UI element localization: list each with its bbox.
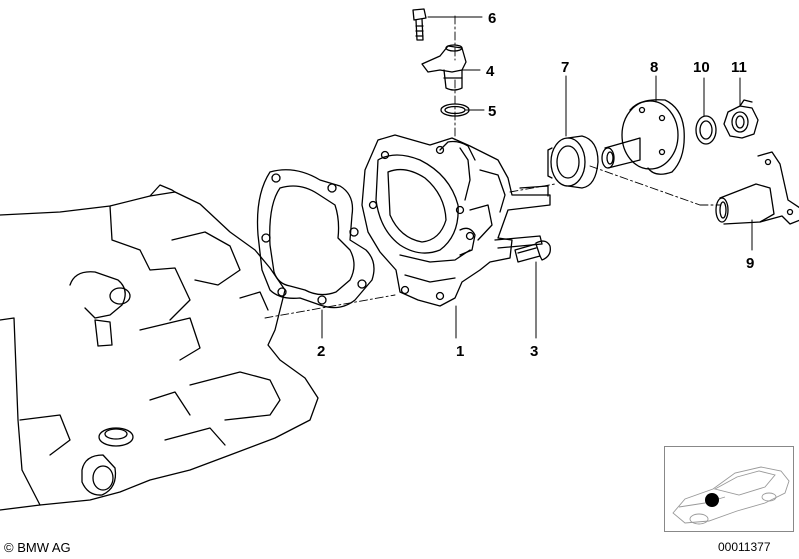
callout-9: 9 (746, 255, 754, 272)
leader-lines (321, 16, 753, 339)
vehicle-location-inset (664, 446, 794, 532)
collar-nut-11 (723, 99, 759, 139)
copyright-text: © BMW AG (4, 540, 71, 555)
shaft-seal (547, 135, 599, 189)
bolt-3 (514, 240, 551, 263)
callout-3: 3 (530, 343, 538, 360)
gasket (256, 169, 375, 309)
location-marker (705, 493, 719, 507)
callout-10: 10 (693, 59, 710, 76)
callout-6: 6 (488, 10, 496, 27)
sensor (421, 44, 467, 91)
screw-6 (412, 8, 427, 41)
transfer-case-housing (361, 134, 551, 307)
diagram-reference-number: 00011377 (718, 540, 771, 554)
callout-5: 5 (488, 103, 496, 120)
callout-7: 7 (561, 59, 569, 76)
callout-8: 8 (650, 59, 658, 76)
alignment-axes (264, 15, 721, 319)
callout-1: 1 (456, 343, 464, 360)
callout-labels: 1 2 3 4 5 6 7 8 9 10 11 (317, 10, 754, 360)
callout-2: 2 (317, 343, 325, 360)
car-outline-icon (672, 466, 790, 525)
transmission-housing (0, 184, 319, 511)
callout-4: 4 (486, 63, 495, 80)
output-flange (601, 99, 685, 175)
flange-9 (715, 151, 799, 225)
callout-11: 11 (731, 59, 747, 76)
ring-10 (695, 115, 717, 145)
